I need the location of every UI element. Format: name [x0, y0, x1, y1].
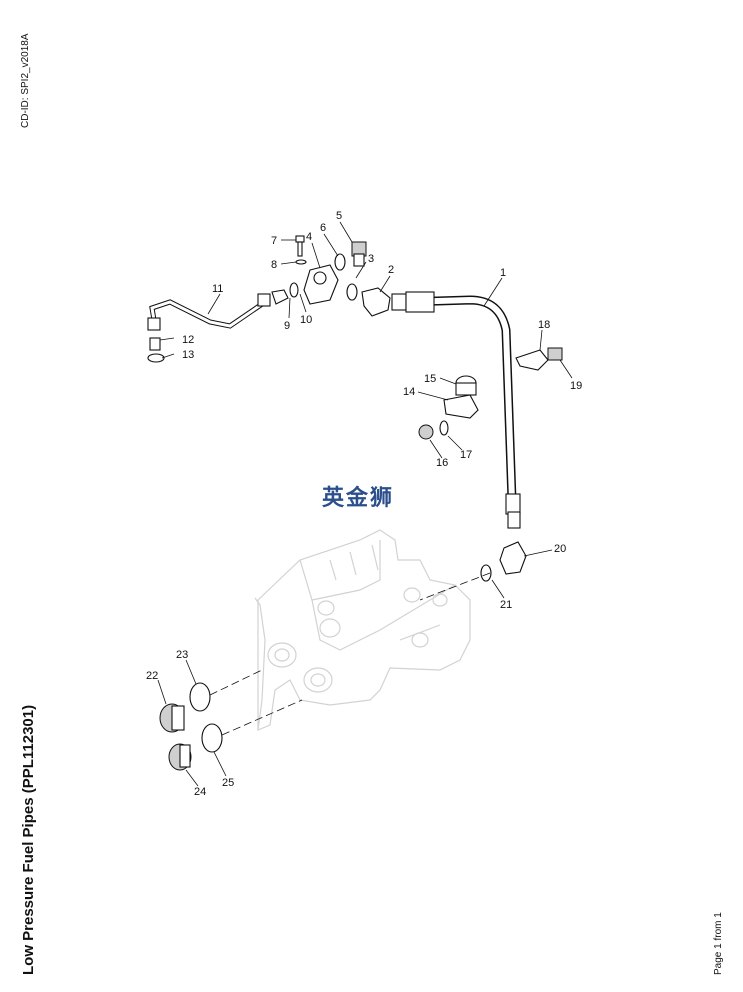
callout-25: 25 [222, 777, 234, 789]
callout-8: 8 [271, 259, 277, 271]
callout-14: 14 [403, 386, 415, 398]
callout-6: 6 [320, 222, 326, 234]
plugs-and-seals [159, 572, 491, 771]
callout-3: 3 [368, 253, 374, 265]
rigid-pipe [147, 293, 271, 363]
callout-15: 15 [424, 373, 436, 385]
callout-11: 11 [212, 283, 223, 295]
callout-17: 17 [460, 449, 472, 461]
hose-clamp-parts [418, 347, 563, 440]
elbow-fitting [480, 541, 527, 582]
callout-21: 21 [500, 599, 512, 611]
callout-22: 22 [146, 670, 158, 682]
callout-20: 20 [554, 543, 566, 555]
watermark: 英金狮 [322, 485, 395, 510]
callout-7: 7 [271, 235, 277, 247]
callout-23: 23 [176, 649, 188, 661]
callout-4: 4 [306, 231, 312, 243]
callout-5: 5 [336, 210, 342, 222]
callout-18: 18 [538, 319, 550, 331]
callout-1: 1 [500, 267, 506, 279]
callout-10: 10 [300, 314, 312, 326]
callout-12: 12 [182, 334, 194, 346]
callout-2: 2 [388, 264, 394, 276]
callout-24: 24 [194, 786, 206, 798]
fuel-hose [391, 291, 521, 529]
leader-lines [157, 221, 573, 787]
callout-13: 13 [182, 349, 194, 361]
callout-labels: 1 2 3 4 5 6 7 8 9 10 11 12 13 14 15 16 1… [146, 210, 582, 798]
callout-16: 16 [436, 457, 448, 469]
filter-housing-ghost [254, 529, 471, 731]
callout-19: 19 [570, 380, 582, 392]
banjo-fittings [271, 235, 391, 317]
callout-9: 9 [284, 320, 290, 332]
